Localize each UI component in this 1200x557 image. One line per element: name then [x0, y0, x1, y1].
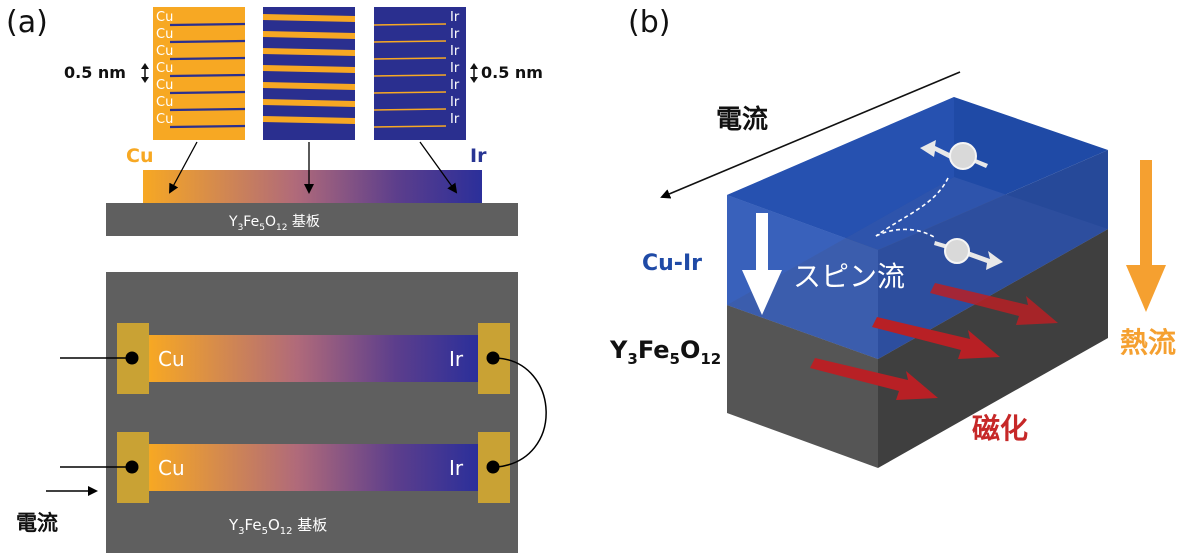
- electron-icon: [949, 142, 977, 170]
- contact-dot: [486, 460, 500, 474]
- contact-dot: [125, 460, 139, 474]
- ir-layer-label: Ir: [450, 61, 460, 76]
- thickness-arrow-right-icon: [470, 63, 478, 83]
- magnetization-arrows: [810, 283, 1058, 400]
- cu-layer-label: Cu: [156, 61, 173, 76]
- substrate-top: [106, 203, 518, 236]
- substrate-label-top: Y3Fe5O12 基板: [228, 213, 320, 233]
- strip-cu-label: Cu: [158, 347, 185, 371]
- substrate-label-device: Y3Fe5O12 基板: [228, 516, 327, 537]
- ir-label: Ir: [470, 145, 487, 167]
- gradient-film: [143, 170, 482, 203]
- cu-layer-label: Cu: [156, 78, 173, 93]
- cu-layer-label: Cu: [156, 44, 173, 59]
- cu-multilayer: Cu Cu Cu Cu Cu Cu Cu: [153, 7, 246, 140]
- thickness-label-right: 0.5 nm: [481, 63, 543, 82]
- thickness-arrow-left-icon: [141, 63, 149, 83]
- ir-layer-label: Ir: [450, 78, 460, 93]
- thickness-label-left: 0.5 nm: [64, 63, 126, 82]
- composition-arrows: [169, 141, 458, 194]
- current-label-a: 電流: [16, 511, 58, 535]
- spin-electron-bottom: [934, 238, 1003, 270]
- cu-layer-label: Cu: [156, 10, 173, 25]
- ir-layer-label: Ir: [450, 112, 460, 127]
- contact-dot: [125, 351, 139, 365]
- cu-layer-label: Cu: [156, 112, 173, 127]
- magnetization-arrow-icon: [872, 317, 1000, 359]
- magnetization-arrow-icon: [930, 283, 1058, 325]
- cu-layer-label: Cu: [156, 95, 173, 110]
- heat-flow-label: 熱流: [1120, 326, 1176, 359]
- wires: [60, 357, 547, 468]
- contact-dot: [486, 351, 500, 365]
- strip-ir-label: Ir: [449, 456, 464, 480]
- device-strip-1: Cu Ir: [117, 323, 510, 394]
- magnetization-arrow-icon: [810, 358, 938, 400]
- ir-layer-label: Ir: [450, 95, 460, 110]
- device-substrate: [106, 272, 518, 553]
- current-arrow-b-icon: [660, 71, 961, 199]
- film-label: Cu-Ir: [642, 251, 702, 276]
- spin-path-icon: [875, 228, 935, 238]
- cu-layer-label: Cu: [156, 27, 173, 42]
- strip-cu-label: Cu: [158, 456, 185, 480]
- heat-flow-arrow-icon: [1126, 160, 1166, 312]
- strip-ir-label: Ir: [449, 347, 464, 371]
- ir-layer-label: Ir: [450, 27, 460, 42]
- spin-current-arrow-icon: [742, 213, 782, 315]
- spin-current-label: スピン流: [793, 260, 905, 293]
- ir-multilayer: Ir Ir Ir Ir Ir Ir Ir: [373, 7, 466, 140]
- panel-a-label: (a): [6, 5, 48, 40]
- device-strip-2: Cu Ir: [117, 432, 510, 503]
- ir-layer-label: Ir: [450, 10, 460, 25]
- current-label-b: 電流: [716, 105, 768, 135]
- electron-icon: [944, 238, 970, 264]
- panel-b-label: (b): [628, 5, 670, 40]
- spin-electron-top: [920, 140, 988, 170]
- spin-path-icon: [875, 177, 949, 237]
- magnetization-label: 磁化: [972, 412, 1028, 445]
- yig-label: Y3Fe5O12: [609, 336, 721, 368]
- cu-label: Cu: [126, 145, 153, 167]
- ir-layer-label: Ir: [450, 44, 460, 59]
- mixed-multilayer: [263, 7, 355, 140]
